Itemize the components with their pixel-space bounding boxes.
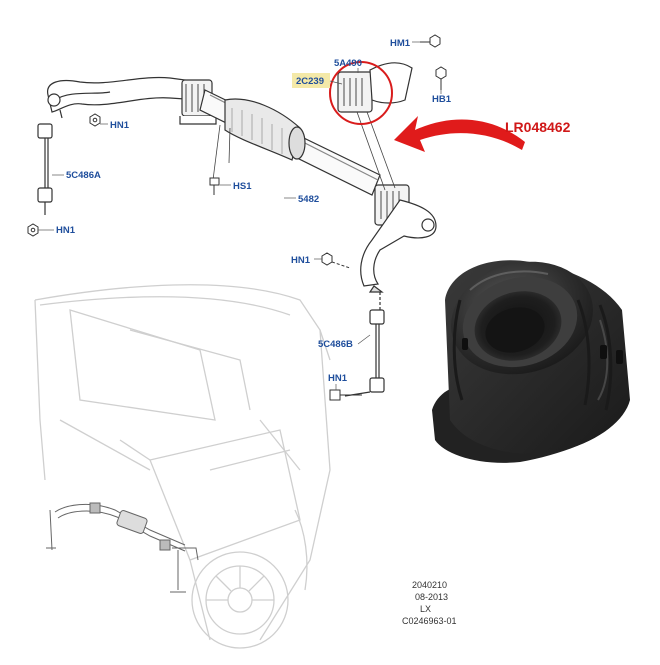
callout-hb1: HB1 [432,94,452,105]
small-assembly-sketch [46,502,199,593]
callout-5a490: 5A490 [334,58,362,69]
callout-hs1: HS1 [233,181,252,192]
bolt-hb1 [435,66,447,90]
drop-link-left [37,123,53,215]
vehicle-outline [34,284,331,649]
callout-hn1-left-bottom: HN1 [56,225,76,236]
nut-hn1-left-top [89,113,101,127]
callout-hn1-mid: HN1 [291,255,311,266]
screw-hs1 [209,177,220,195]
callout-5482: 5482 [298,194,319,205]
callout-5c486b: 5C486B [318,339,353,350]
bushing-photo [432,260,630,463]
reference-line-4: C0246963-01 [402,616,457,626]
bolt-hm1 [420,34,441,48]
red-arrow [394,116,525,152]
callout-hn1-right: HN1 [328,373,348,384]
reference-line-1: 2040210 [412,580,447,590]
reference-line-3: LX [420,604,431,614]
callout-2c239-highlight [292,73,330,88]
reference-line-2: 08-2013 [415,592,448,602]
nut-hn1-mid [321,252,351,269]
callout-hm1: HM1 [390,38,411,49]
callout-hn1-left: HN1 [110,120,130,131]
bolt-hn1-right [329,389,362,401]
part-number-label: LR048462 [505,119,571,135]
callout-leaders [38,41,442,390]
drop-link-right [344,292,385,397]
sway-bar-assembly [47,62,437,293]
callout-5c486a: 5C486A [66,170,101,181]
bushing-highlight-circle [329,61,393,125]
callout-2c239: 2C239 [296,76,324,87]
nut-hn1-left-bottom [27,223,39,237]
